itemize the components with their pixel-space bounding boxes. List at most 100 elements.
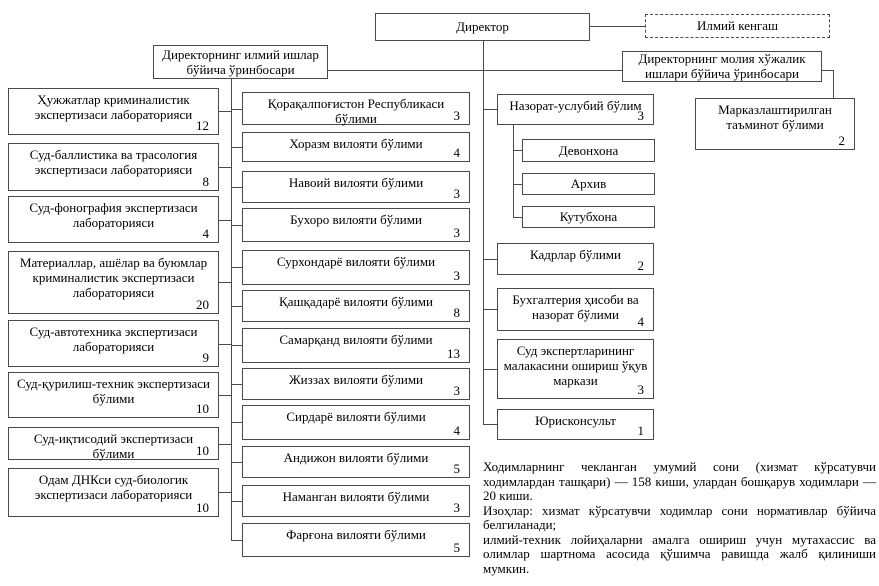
connector-line [231,501,242,502]
staff-count: 10 [196,401,209,416]
box-region-bukhara: Бухоро вилояти бўлими 3 [242,208,470,242]
staff-count: 4 [453,423,461,438]
staff-count: 3 [453,108,461,123]
staff-count: 10 [196,443,209,458]
connector-line [590,26,645,27]
region-label: Сирдарё вилояти бўлими [286,409,426,424]
unit-label: Марказлаштирилган таъминот бўлими [718,102,832,132]
connector-line [822,70,833,71]
box-deputy-science: Директорнинг илмий ишлар бўйича ўринбоса… [153,45,328,79]
staff-count: 8 [453,305,461,320]
sub-unit-label: Кутубхона [559,209,618,224]
footnote-paragraph: Изоҳлар: хизмат кўрсатувчи ходимлар сони… [483,502,876,532]
connector-line [483,309,497,310]
box-lab-autotech: Суд-автотехника экспертизаси лаборатория… [8,320,219,367]
connector-line [219,344,231,345]
box-kutubkhona: Кутубхона [522,206,655,228]
connector-line [219,395,231,396]
staff-count: 9 [202,350,210,365]
connector-line [231,147,242,148]
box-kadrlar: Кадрлар бўлими 2 [497,243,654,275]
unit-label: Суд экспертларининг малакасини ошириш ўқ… [503,343,648,388]
connector-line [231,79,232,540]
connector-line [231,225,242,226]
region-label: Фарғона вилояти бўлими [286,527,426,542]
footnote-paragraph: Ходимларнинг чекланган умумий сони (хизм… [483,459,876,503]
footnote-paragraph: илмий-техник лойиҳаларни амалга ошириш у… [483,531,876,576]
connector-line [231,345,242,346]
box-region-samarkand: Самарқанд вилояти бўлими 13 [242,328,470,363]
lab-label: Суд-фонография экспертизаси лабораторияс… [29,200,198,230]
lab-label: Суд-қурилиш-техник экспертизаси бўлими [17,376,210,406]
connector-line [483,41,484,424]
lab-label: Суд-автотехника экспертизаси лаборатория… [29,324,198,354]
connector-line [231,187,242,188]
staff-count: 4 [453,145,461,160]
connector-line [231,462,242,463]
deputy-science-label: Директорнинг илмий ишлар бўйича ўринбоса… [162,46,319,77]
region-label: Қашқадарё вилояти бўлими [279,294,433,309]
staff-count: 1 [637,423,645,438]
connector-line [833,70,834,99]
box-region-andijan: Андижон вилояти бўлими 5 [242,446,470,478]
box-region-navoi: Навоий вилояти бўлими 3 [242,171,470,203]
staff-count: 3 [453,225,461,240]
staff-count: 12 [196,118,209,133]
connector-line [231,109,242,110]
region-label: Хоразм вилояти бўлими [289,136,423,151]
connector-line [231,267,242,268]
staff-count: 2 [637,258,645,273]
unit-label: Кадрлар бўлими [530,247,621,262]
box-supply-department: Марказлаштирилган таъминот бўлими 2 [695,98,855,150]
connector-line [513,150,522,151]
connector-line [483,259,497,260]
staff-count: 3 [453,500,461,515]
staff-count: 3 [453,268,461,283]
lab-label: Суд-иқтисодий экспертизаси бўлими [33,431,194,461]
scientific-council-label: Илмий кенгаш [696,18,779,33]
sub-unit-label: Архив [570,176,607,191]
connector-line [483,369,497,370]
box-region-karakalpakstan: Қорақалпоғистон Республикаси бўлими 3 [242,92,470,126]
region-label: Сурхондарё вилояти бўлими [276,254,436,269]
lab-label: Ҳужжатлар криминалистик экспертизаси лаб… [34,92,193,122]
region-label: Бухоро вилояти бўлими [290,212,422,227]
connector-line [231,306,242,307]
box-region-namangan: Наманган вилояти бўлими 3 [242,485,470,517]
box-lab-phonography: Суд-фонография экспертизаси лабораторияс… [8,196,219,243]
box-lab-ballistics: Суд-баллистика ва трасология экспертизас… [8,143,219,191]
connector-line [219,282,231,283]
connector-line [219,111,231,112]
connector-line [483,424,497,425]
staff-count: 3 [637,382,645,397]
box-director: Директор [375,13,590,41]
staff-count: 4 [637,314,645,329]
box-region-khorezm: Хоразм вилояти бўлими 4 [242,132,470,162]
staff-count: 5 [453,461,461,476]
box-region-syrdarya: Сирдарё вилояти бўлими 4 [242,405,470,440]
box-nazorat-uslubiy: Назорат-услубий бўлим 3 [497,94,654,125]
staff-count: 20 [196,297,209,312]
region-label: Андижон вилояти бўлими [283,450,429,465]
staff-count: 2 [838,133,846,148]
box-training-center: Суд экспертларининг малакасини ошириш ўқ… [497,339,654,399]
connector-line [219,167,231,168]
connector-line [219,492,231,493]
footnote-text: Ходимларнинг чекланган умумий сони (хизм… [483,459,876,576]
box-lab-economic: Суд-иқтисодий экспертизаси бўлими 10 [8,427,219,461]
connector-line [231,540,242,541]
staff-count: 3 [637,108,645,123]
unit-label: Юрисконсульт [535,413,616,428]
sub-unit-label: Девонхона [558,142,619,158]
box-bukhgalteriya: Бухгалтерия ҳисоби ва назорат бўлими 4 [497,288,654,331]
connector-line [231,384,242,385]
box-arkhiv: Архив [522,173,655,195]
connector-line [513,217,522,218]
region-label: Қорақалпоғистон Республикаси бўлими [267,96,445,126]
staff-count: 10 [196,500,209,515]
box-region-fergana: Фарғона вилояти бўлими 5 [242,523,470,557]
box-deputy-finance: Директорнинг молия хўжалик ишлари бўйича… [622,51,822,82]
unit-label: Бухгалтерия ҳисоби ва назорат бўлими [512,292,639,322]
box-scientific-council: Илмий кенгаш [645,14,830,38]
